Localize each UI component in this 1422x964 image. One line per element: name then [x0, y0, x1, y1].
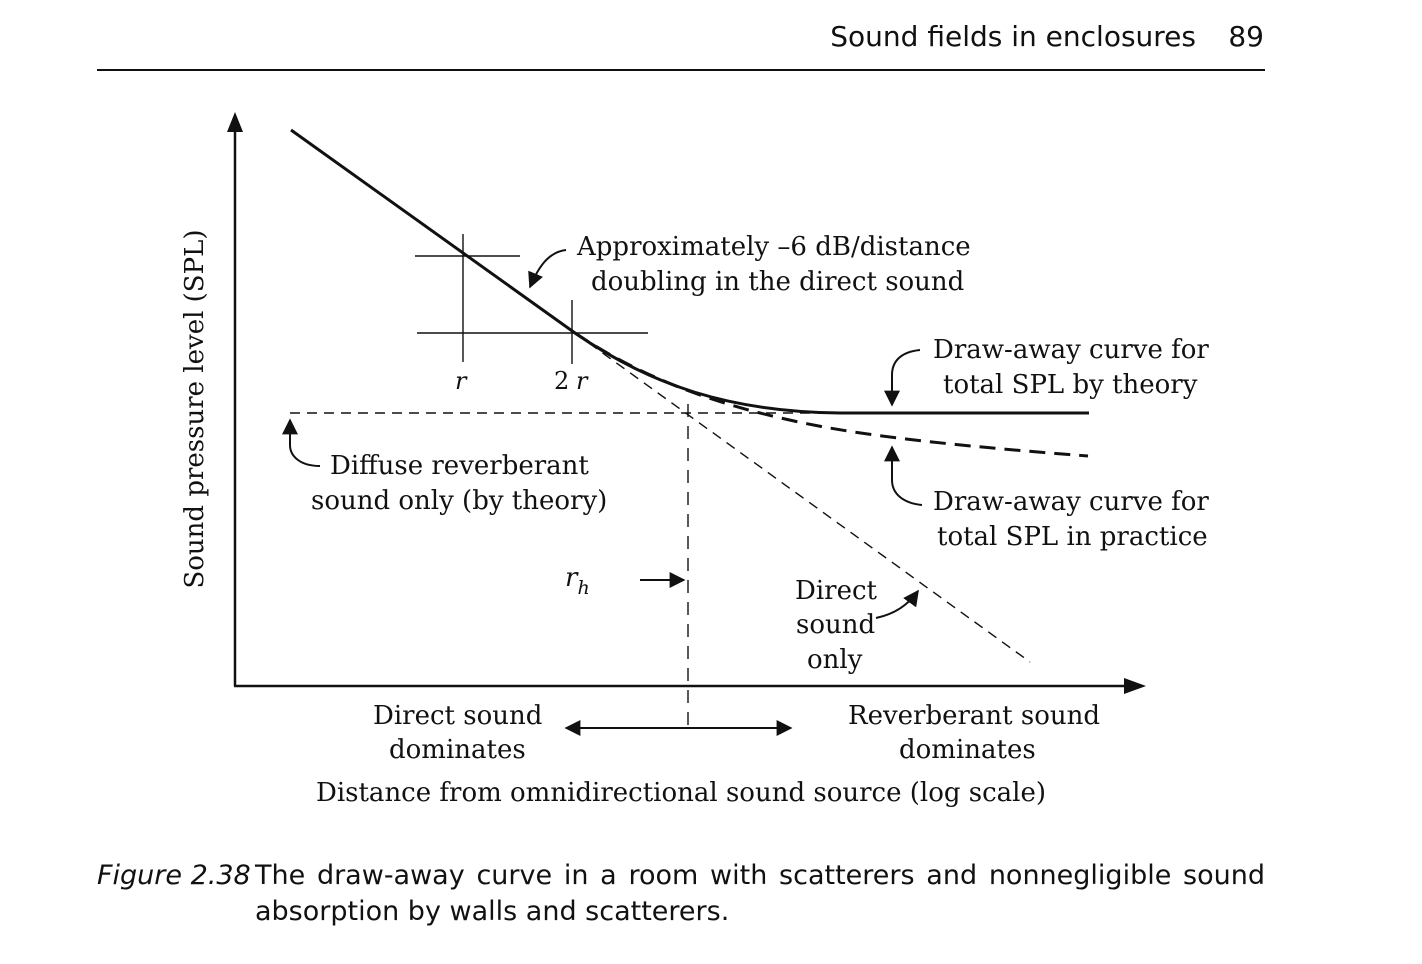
diffuse-annotation-arrow [282, 418, 321, 467]
diffuse-annotation-line2: sound only (by theory) [311, 486, 607, 516]
theory-annotation-arrow [884, 349, 921, 407]
tick-label-r: r [455, 367, 468, 395]
rh-label: rh [565, 563, 590, 599]
theory-draw-away-curve [290, 128, 1089, 415]
theory-annotation-line1: Draw-away curve for [933, 335, 1209, 365]
theory-annotation-line2: total SPL by theory [943, 370, 1198, 400]
region-left-line1: Direct sound [373, 701, 542, 731]
region-right-line2: dominates [899, 735, 1036, 765]
y-axis-label: Sound pressure level (SPL) [180, 229, 210, 588]
slope-annotation-arrow [528, 249, 567, 289]
diffuse-annotation-line1: Diffuse reverberant [330, 451, 589, 481]
direct-annotation-line1: Direct [795, 576, 878, 606]
x-axis-arrowhead [1124, 678, 1146, 694]
tick-label-2r-r: r [576, 367, 589, 395]
practice-annotation-arrow [884, 445, 923, 506]
slope-annotation-line2: doubling in the direct sound [591, 267, 964, 297]
tick-label-2: 2 [554, 367, 569, 395]
caption-label: Figure 2.38 [97, 860, 251, 891]
region-right-line1: Reverberant sound [848, 701, 1100, 731]
running-header-title: Sound fields in enclosures [830, 20, 1196, 53]
slope-annotation-line1: Approximately –6 dB/distance [576, 232, 971, 262]
direct-annotation-line3: only [807, 645, 863, 675]
direct-annotation-arrow [875, 589, 919, 619]
y-axis-arrowhead [227, 112, 243, 132]
region-left-line2: dominates [389, 735, 526, 765]
practice-draw-away-curve [574, 331, 1089, 458]
caption-text: The draw-away curve in a room with scatt… [255, 860, 1265, 927]
header-rule [97, 69, 1265, 71]
practice-annotation-line2: total SPL in practice [937, 522, 1208, 552]
direct-sound-only-line [574, 332, 1031, 663]
page-number: 89 [1228, 20, 1264, 53]
x-axis-label: Distance from omnidirectional sound sour… [316, 778, 1046, 808]
direct-annotation-line2: sound [796, 610, 875, 640]
practice-annotation-line1: Draw-away curve for [933, 487, 1209, 517]
